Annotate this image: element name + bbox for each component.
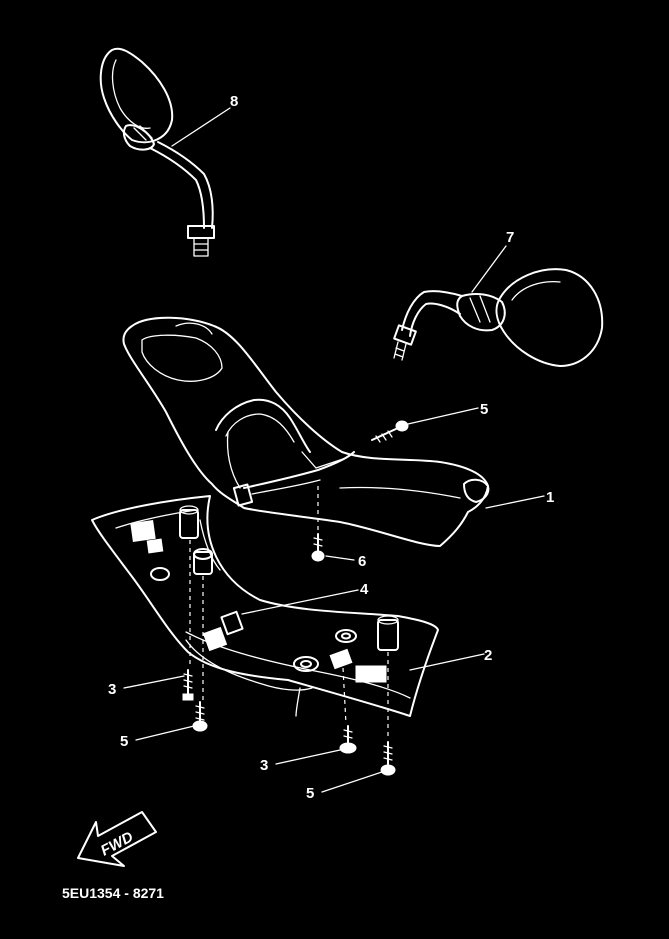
cowling bbox=[122, 316, 490, 547]
callout-3-left: 3 bbox=[108, 681, 116, 698]
screws bbox=[182, 420, 409, 776]
leader-lines bbox=[123, 107, 545, 793]
fwd-direction-marker: FWD bbox=[77, 811, 157, 867]
callout-6: 6 bbox=[358, 553, 366, 570]
right-mirror bbox=[393, 268, 604, 367]
callout-5-left: 5 bbox=[120, 733, 128, 750]
callout-3-right: 3 bbox=[260, 757, 268, 774]
left-mirror bbox=[99, 47, 215, 257]
bosses bbox=[150, 505, 399, 672]
clip-nuts bbox=[130, 519, 387, 683]
diagram-code: 5EU1354 - 8271 bbox=[62, 885, 164, 901]
callout-5-right: 5 bbox=[306, 785, 314, 802]
callout-2: 2 bbox=[484, 647, 492, 664]
callout-5-screw-top: 5 bbox=[480, 401, 488, 418]
callout-labels: 8 7 5 1 6 4 2 3 5 3 5 bbox=[108, 93, 554, 802]
callout-8: 8 bbox=[230, 93, 238, 110]
callout-4: 4 bbox=[360, 581, 369, 598]
callout-1: 1 bbox=[546, 489, 554, 506]
fwd-arrow-icon bbox=[77, 811, 157, 867]
callout-7: 7 bbox=[506, 229, 514, 246]
bottom-panel bbox=[91, 495, 439, 717]
alignment-lines bbox=[189, 486, 389, 740]
